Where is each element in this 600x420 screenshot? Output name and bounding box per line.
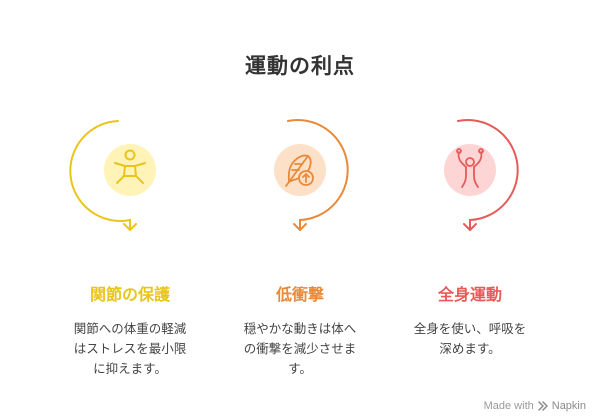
card-description: 穏やかな動きは体へ の衝撃を減少させま す。 (215, 319, 385, 379)
description-line: 深めます。 (439, 341, 501, 356)
description-line: 穏やかな動きは体へ (243, 321, 357, 336)
napkin-brand: Napkin (538, 400, 586, 412)
card-description: 全身を使い、呼吸を 深めます。 (385, 319, 555, 359)
card-2-arc (274, 119, 349, 231)
card-title: 関節の保護 (89, 285, 170, 304)
description-line: す。 (288, 361, 312, 376)
watermark: Made with Napkin (484, 400, 586, 412)
body-flex-icon (456, 148, 484, 188)
watermark-prefix: Made with (483, 400, 534, 412)
feather-arrow-up-icon (285, 154, 314, 187)
description-line: に抑えます。 (93, 361, 167, 376)
card-3-arc (444, 119, 519, 231)
benefit-card-low-impact: 低衝撃 穏やかな動きは体へ の衝撃を減少させま す。 (215, 118, 385, 378)
benefit-card-full-body-workout: 全身運動 全身を使い、呼吸を 深めます。 (385, 118, 555, 378)
card-title: 低衝撃 (275, 285, 324, 304)
description-line: 関節への体重の軽減 (73, 321, 187, 336)
description-line: の衝撃を減少させま (243, 341, 357, 356)
watermark-brand: Napkin (551, 400, 586, 412)
card-1-arc (69, 120, 156, 231)
benefit-card-joint-protection: 関節の保護 関節への体重の軽減 はストレスを最小限 に抑えます。 (45, 118, 215, 378)
page-title: 運動の利点 (245, 54, 355, 78)
card-title: 全身運動 (437, 285, 502, 304)
napkin-logo-icon (538, 400, 548, 411)
description-line: はストレスを最小限 (73, 341, 187, 356)
description-line: 全身を使い、呼吸を (413, 321, 527, 336)
card-description: 関節への体重の軽減 はストレスを最小限 に抑えます。 (45, 319, 215, 379)
person-stretching-icon (114, 149, 146, 184)
